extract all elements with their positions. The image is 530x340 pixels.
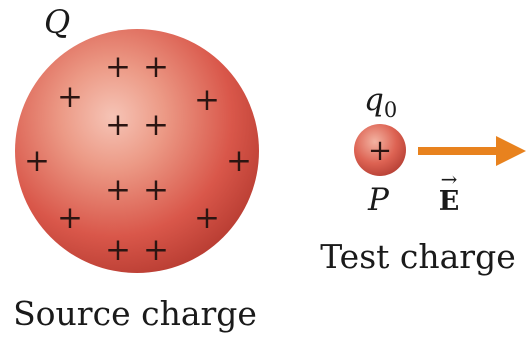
source-plus-sign: + (143, 107, 169, 143)
source-plus-sign: + (143, 172, 169, 208)
electric-field-arrow (418, 136, 526, 166)
source-plus-sign: + (194, 200, 220, 236)
source-plus-sign: + (57, 79, 83, 115)
source-plus-sign: + (143, 232, 169, 268)
source-charge-symbol: Q (44, 3, 70, 41)
source-charge-caption: Source charge (13, 294, 257, 333)
test-charge-caption: Test charge (320, 237, 516, 276)
test-charge-sphere (354, 124, 406, 176)
source-plus-sign: + (105, 172, 131, 208)
test-charge-symbol-base: q (364, 82, 384, 118)
source-plus-sign: + (24, 143, 50, 179)
source-plus-sign: + (194, 82, 220, 118)
source-plus-sign: + (226, 143, 252, 179)
source-plus-signs: ++++++++++++++ (24, 49, 252, 268)
source-plus-sign: + (105, 107, 131, 143)
source-plus-sign: + (143, 49, 169, 85)
source-plus-sign: + (105, 232, 131, 268)
test-charge-plus-sign: + (368, 133, 392, 167)
test-charge-symbol: q0 (364, 82, 397, 122)
point-label: P (367, 182, 390, 218)
field-label: E (439, 186, 460, 217)
source-plus-sign: + (105, 49, 131, 85)
test-charge-symbol-subscript: 0 (384, 98, 397, 122)
source-plus-sign: + (57, 200, 83, 236)
source-charge-sphere (15, 29, 259, 273)
field-label-arrow: → (441, 167, 458, 191)
